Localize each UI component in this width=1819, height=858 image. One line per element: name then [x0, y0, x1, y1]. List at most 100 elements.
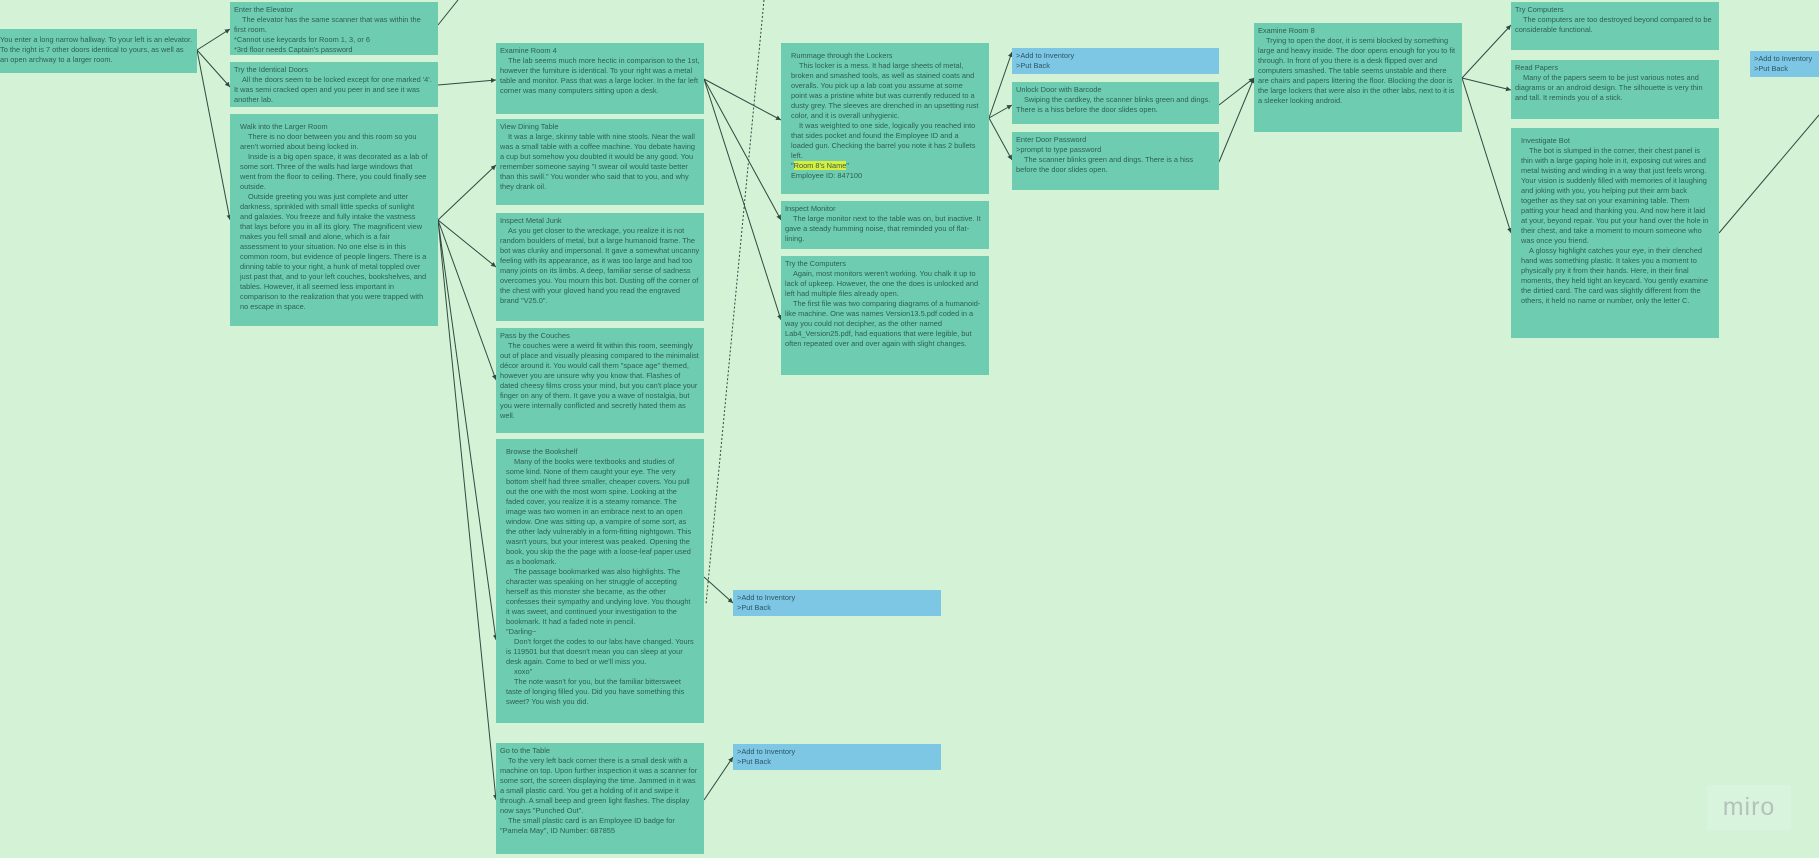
text: A glossy highlight catches your eye, in …	[1521, 246, 1708, 305]
card-door-password[interactable]: Enter Door Password>prompt to type passw…	[1012, 132, 1219, 190]
text: *Cannot use keycards for Room 1, 3, or 6	[234, 35, 370, 44]
put-back-option[interactable]: >Put Back	[1016, 61, 1215, 71]
card-text: The passage bookmarked was also highligh…	[506, 567, 694, 627]
text: Many of the papers seem to be just vario…	[1515, 73, 1703, 102]
text: >Put Back	[1016, 61, 1050, 70]
text: Trying to open the door, it is semi bloc…	[1258, 36, 1456, 105]
connector-arrow	[703, 78, 782, 321]
text: Inside is a big open space, it was decor…	[240, 152, 428, 191]
text: The lab seems much more hectic in compar…	[500, 56, 700, 95]
card-title: Read Papers	[1515, 63, 1559, 72]
add-to-inventory-option[interactable]: >Add to Inventory	[1754, 54, 1819, 64]
text: >Put Back	[737, 603, 771, 612]
card-text: "Room 8's Name"	[791, 161, 979, 171]
connector-arrow	[437, 77, 497, 86]
card-title: Try the Identical Doors	[234, 65, 309, 74]
connector-arrow	[1218, 77, 1255, 163]
connector-arrow	[196, 28, 231, 51]
text: The first file was two comparing diagram…	[785, 299, 981, 348]
card-inventory-table[interactable]: >Add to Inventory>Put Back	[733, 744, 941, 770]
text: It was a large, skinny table with nine s…	[500, 132, 696, 191]
card-inventory-bot[interactable]: >Add to Inventory>Put Back	[1750, 51, 1819, 77]
connector-arrow	[437, 219, 497, 381]
connector-arrow	[437, 164, 497, 221]
connector-arrow	[703, 78, 782, 121]
card-text: >prompt to type password	[1016, 145, 1215, 155]
card-title: Examine Room 4	[500, 46, 557, 55]
text: The small plastic card is an Employee ID…	[500, 816, 675, 835]
card-inventory-lockers[interactable]: >Add to Inventory>Put Back	[1012, 48, 1219, 74]
card-intro[interactable]: You enter a long narrow hallway. To your…	[0, 29, 197, 73]
text: Swiping the cardkey, the scanner blinks …	[1016, 95, 1211, 114]
dotted-connector	[705, 0, 765, 605]
text: >prompt to type password	[1016, 145, 1102, 154]
card-title: View Dining Table	[500, 122, 559, 131]
card-text: It was weighted to one side, logically y…	[791, 121, 979, 161]
text: All the doors seem to be locked except f…	[234, 75, 432, 104]
text: The elevator has the same scanner that w…	[234, 15, 421, 34]
card-inventory-bookshelf[interactable]: >Add to Inventory>Put Back	[733, 590, 941, 616]
connector-arrow	[196, 49, 232, 221]
text: To the very left back corner there is a …	[500, 756, 698, 815]
text: xoxo"	[514, 667, 533, 676]
card-text: The large monitor next to the table was …	[785, 214, 985, 244]
miro-logo: miro	[1707, 785, 1791, 830]
connector-arrow	[437, 219, 498, 801]
card-title: Browse the Bookshelf	[506, 447, 578, 456]
text: The computers are too destroyed beyond c…	[1515, 15, 1712, 34]
connector-arrow	[1718, 114, 1819, 234]
card-text: Inside is a big open space, it was decor…	[240, 152, 428, 192]
card-title: Pass by the Couches	[500, 331, 570, 340]
text: As you get closer to the wreckage, you r…	[500, 226, 700, 305]
text: >Add to Inventory	[737, 747, 796, 756]
card-text: The scanner blinks green and dings. Ther…	[1016, 155, 1215, 175]
card-title: Investigate Bot	[1521, 136, 1570, 145]
card-text: Trying to open the door, it is semi bloc…	[1258, 36, 1458, 106]
put-back-option[interactable]: >Put Back	[737, 603, 937, 613]
card-text: *3rd floor needs Captain's password	[234, 45, 434, 55]
connector-arrow	[1461, 77, 1512, 92]
text: You enter a long narrow hallway. To your…	[0, 35, 193, 64]
connector-arrow	[703, 78, 782, 221]
card-text: The first file was two comparing diagram…	[785, 299, 985, 349]
put-back-option[interactable]: >Put Back	[1754, 64, 1819, 74]
connector-arrow	[703, 756, 734, 801]
card-text: There is no door between you and this ro…	[240, 132, 428, 152]
text: >Add to Inventory	[1754, 54, 1813, 63]
put-back-option[interactable]: >Put Back	[737, 757, 937, 767]
text: "	[846, 161, 850, 170]
text: Don't forget the codes to our labs have …	[506, 637, 694, 666]
add-to-inventory-option[interactable]: >Add to Inventory	[737, 593, 937, 603]
text: The passage bookmarked was also highligh…	[506, 567, 691, 626]
card-text: The small plastic card is an Employee ID…	[500, 816, 700, 836]
text: "	[791, 161, 794, 170]
add-to-inventory-option[interactable]: >Add to Inventory	[737, 747, 937, 757]
text: There is no door between you and this ro…	[240, 132, 417, 151]
add-to-inventory-option[interactable]: >Add to Inventory	[1016, 51, 1215, 61]
card-title: Unlock Door with Barcode	[1016, 85, 1102, 94]
card-text: This locker is a mess. It had large shee…	[791, 61, 979, 121]
connector-arrow	[1218, 77, 1255, 106]
card-title: Inspect Metal Junk	[500, 216, 562, 225]
card-title: Enter Door Password	[1016, 135, 1087, 144]
card-title: Try the Computers	[785, 259, 846, 268]
card-title: Rummage through the Lockers	[791, 51, 893, 60]
